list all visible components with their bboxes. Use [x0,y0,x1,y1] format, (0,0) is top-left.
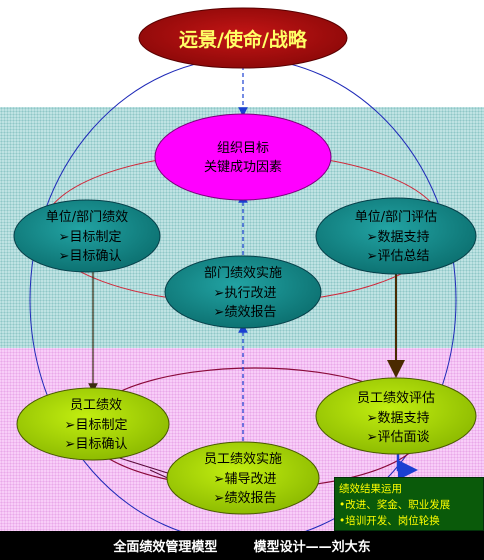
dept-performance-item: ➢目标确认 [59,249,122,264]
dept-evaluation-title: 单位/部门评估 [355,210,437,225]
employee-implementation-title: 员工绩效实施 [204,452,282,467]
footer-title: 全面绩效管理模型 [113,540,218,555]
dept-implementation-title: 部门绩效实施 [204,266,282,281]
employee-performance-item: ➢目标确认 [65,437,128,452]
employee-evaluation-item: ➢评估面谈 [367,430,430,445]
footer-spacer [217,538,253,553]
result-usage-item: •改进、奖金、职业发展 [339,499,451,511]
organization-goal-node: 组织目标 关键成功因素 [154,113,332,201]
employee-performance-node: 员工绩效 ➢目标制定 ➢目标确认 [16,387,170,461]
diagram-canvas: 远景/使命/战略 组织目标 关键成功因素 单位/部门绩效 ➢目标制定 ➢目标确认… [13,7,477,531]
employee-implementation-node: 员工绩效实施 ➢辅导改进 ➢绩效报告 [166,441,320,515]
dept-evaluation-node: 单位/部门评估 ➢数据支持 ➢评估总结 [315,197,477,275]
dept-performance-node: 单位/部门绩效 ➢目标制定 ➢目标确认 [13,199,161,273]
dept-performance-title: 单位/部门绩效 [46,210,128,225]
organization-goal-line1: 组织目标 [217,141,269,156]
employee-evaluation-item: ➢数据支持 [367,411,430,426]
footer-author: 模型设计——刘大东 [253,540,371,555]
result-usage-box: 绩效结果运用 •改进、奖金、职业发展 •培训开发、岗位轮换 [334,477,484,531]
employee-performance-title: 员工绩效 [70,398,122,413]
vision-node: 远景/使命/战略 [138,7,348,69]
result-usage-arrow [396,454,418,480]
vision-node-label: 远景/使命/战略 [179,28,308,51]
dept-evaluation-item: ➢数据支持 [367,230,430,245]
result-usage-item: •培训开发、岗位轮换 [339,515,440,527]
employee-evaluation-title: 员工绩效评估 [357,391,435,406]
employee-implementation-item: ➢绩效报告 [214,491,277,506]
employee-performance-item: ➢目标制定 [65,418,128,433]
organization-goal-line2: 关键成功因素 [204,160,282,175]
dept-implementation-node: 部门绩效实施 ➢执行改进 ➢绩效报告 [164,255,322,329]
dept-implementation-item: ➢执行改进 [214,286,277,301]
dept-implementation-item: ➢绩效报告 [214,305,277,320]
dept-evaluation-item: ➢评估总结 [367,249,430,264]
result-usage-title: 绩效结果运用 [339,483,402,495]
footer-bar: 全面绩效管理模型 模型设计——刘大东 [0,531,484,560]
employee-evaluation-node: 员工绩效评估 ➢数据支持 ➢评估面谈 [315,377,477,455]
dept-performance-item: ➢目标制定 [59,230,122,245]
employee-implementation-item: ➢辅导改进 [214,472,277,487]
